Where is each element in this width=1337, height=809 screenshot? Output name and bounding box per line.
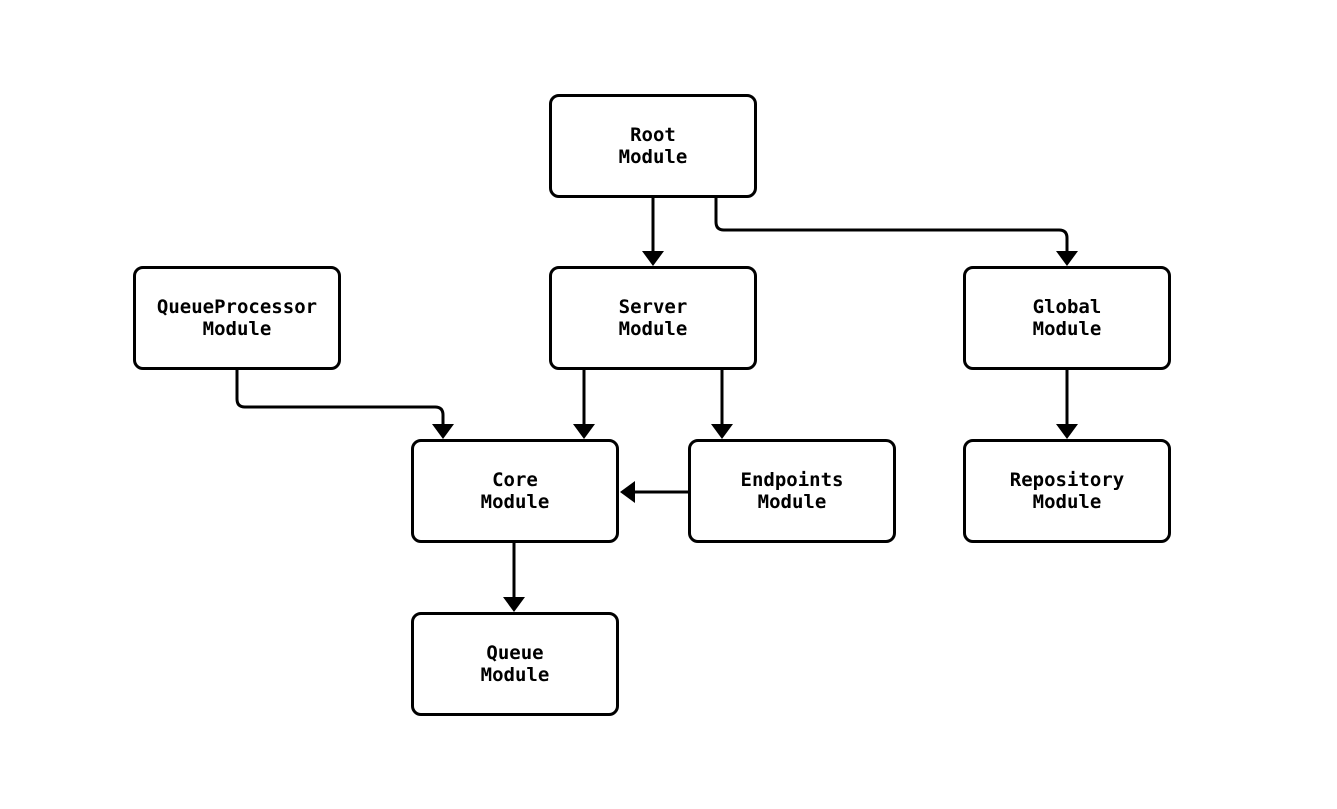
- node-endpoints-module: Endpoints Module: [688, 439, 896, 543]
- arrowhead-endpoints-to-core: [620, 481, 635, 503]
- node-queueprocessor-module: QueueProcessor Module: [133, 266, 341, 370]
- edge-root-to-global: [714, 198, 1069, 252]
- node-queue-module: Queue Module: [411, 612, 619, 716]
- node-core-module: Core Module: [411, 439, 619, 543]
- arrowhead-core-to-queue: [503, 597, 525, 612]
- arrowhead-queueprocessor-to-core: [432, 424, 454, 439]
- node-root-module: Root Module: [549, 94, 757, 198]
- edge-queueprocessor-to-core: [235, 370, 445, 425]
- arrowhead-root-to-server: [642, 251, 664, 266]
- arrowhead-global-to-repository: [1056, 424, 1078, 439]
- node-server-module: Server Module: [549, 266, 757, 370]
- node-repository-module: Repository Module: [963, 439, 1171, 543]
- arrowhead-root-to-global: [1056, 251, 1078, 266]
- node-global-module: Global Module: [963, 266, 1171, 370]
- arrowhead-server-to-endpoints: [711, 424, 733, 439]
- arrowhead-server-to-core: [573, 424, 595, 439]
